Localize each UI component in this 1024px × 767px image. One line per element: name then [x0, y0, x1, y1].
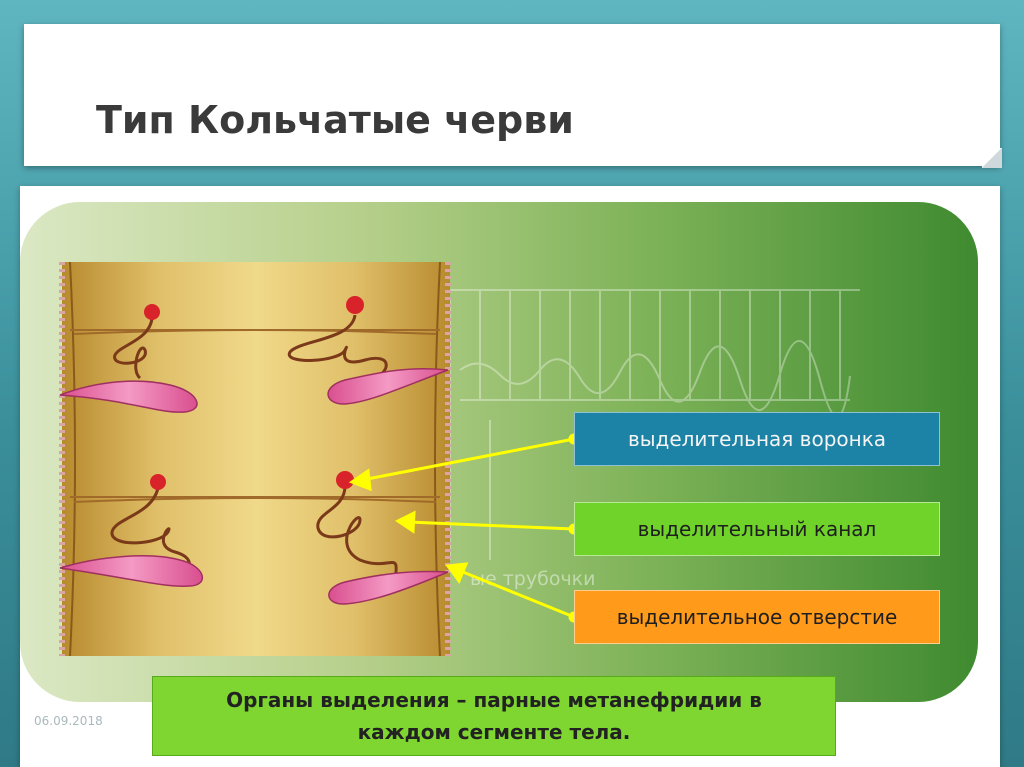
pointer-arrows	[348, 433, 580, 623]
worm-body	[59, 261, 451, 657]
canal-label-box: выделительный канал	[574, 502, 940, 556]
nephridium-lower-left	[59, 474, 204, 588]
caption-line-1: Органы выделения – парные метанефридии в	[226, 688, 762, 712]
caption-line-2: каждом сегменте тела.	[357, 720, 631, 744]
nephridium-lower-right	[316, 471, 449, 605]
slide-title: Тип Кольчатые черви	[96, 98, 574, 142]
opening-label: выделительное отверстие	[616, 605, 898, 629]
funnel-label: выделительная воронка	[627, 427, 887, 451]
nephridium-upper-left	[59, 304, 198, 413]
nephridium-upper-right	[287, 296, 449, 405]
background-label: ые трубочки	[470, 568, 596, 590]
faded-tubules	[449, 289, 860, 560]
slide-date: 06.09.2018	[34, 714, 103, 728]
title-card	[24, 24, 1002, 168]
caption-box: Органы выделения – парные метанефридии в…	[152, 676, 836, 756]
canal-label: выделительный канал	[637, 517, 877, 541]
opening-label-box: выделительное отверстие	[574, 590, 940, 644]
funnel-label-box: выделительная воронка	[574, 412, 940, 466]
